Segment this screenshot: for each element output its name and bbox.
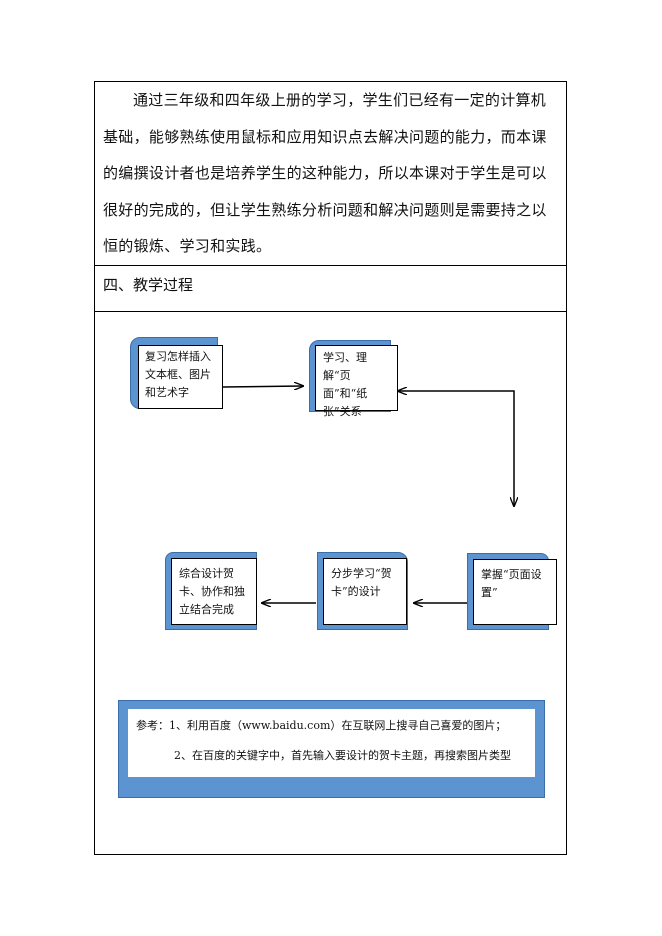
- lesson-table: 通过三年级和四年级上册的学习，学生们已经有一定的计算机基础，能够熟练使用鼠标和应…: [94, 81, 567, 855]
- flow-box-integrated: 综合设计贺卡、协作和独立结合完成: [171, 558, 257, 625]
- reference-note-body: [128, 709, 535, 777]
- section-header-cell: 四、教学过程: [95, 266, 566, 312]
- arrow-page-to-setup: [398, 391, 514, 506]
- flow-box-review: 复习怎样插入文本框、图片和艺术字: [138, 345, 223, 409]
- flow-box-card-design: 分步学习“贺卡”的设计: [323, 558, 407, 625]
- section-title: 四、教学过程: [103, 276, 194, 294]
- arrow-review-to-page: [222, 386, 303, 387]
- flow-box-page-setup: 掌握“页面设置”: [473, 559, 557, 625]
- analysis-paragraph: 通过三年级和四年级上册的学习，学生们已经有一定的计算机基础，能够熟练使用鼠标和应…: [103, 91, 547, 255]
- reference-line-2: 2、在百度的关键字中，首先输入要设计的贺卡主题，再搜索图片类型: [174, 749, 511, 762]
- analysis-cell: 通过三年级和四年级上册的学习，学生们已经有一定的计算机基础，能够熟练使用鼠标和应…: [95, 82, 566, 266]
- flow-box-page-paper: 学习、理解“页面”和“纸张”关系: [315, 345, 398, 418]
- reference-line-1: 参考：1、利用百度（www.baidu.com）在互联网上搜寻自己喜爱的图片；: [136, 719, 507, 732]
